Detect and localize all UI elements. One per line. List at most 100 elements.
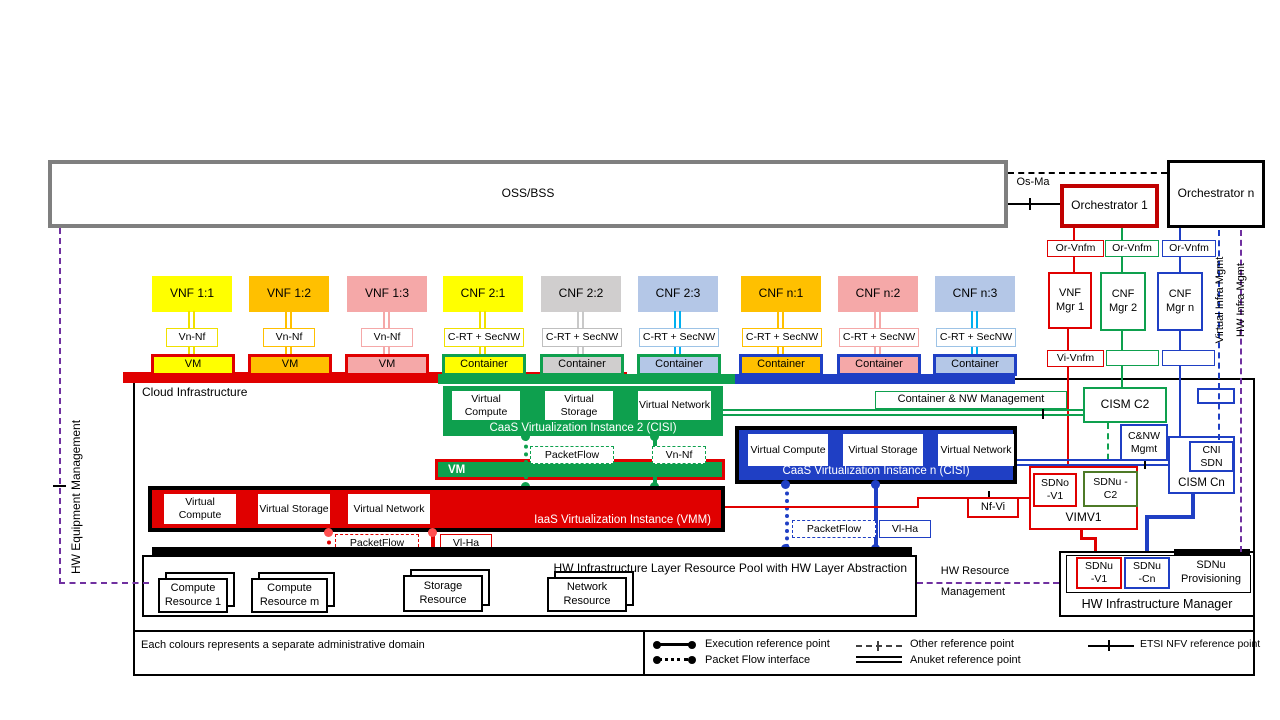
hw-equipment-mgmt-line-v	[59, 228, 61, 584]
caas2-virtual-compute: Virtual Compute	[452, 391, 520, 420]
cni-sdn-box: CNI SDN	[1189, 441, 1234, 472]
os-ma-line	[1008, 203, 1060, 205]
container-box: Container	[739, 354, 823, 376]
cnf-iface-label: C-RT + SecNW	[545, 331, 619, 344]
iaas-box: Virtual Compute Virtual Storage Virtual …	[148, 486, 725, 532]
ref-box-blue-empty	[1162, 350, 1215, 366]
cnf-iface-label: C-RT + SecNW	[447, 331, 521, 344]
etsi-ref-symbol	[1088, 645, 1134, 647]
virtual-compute-label: Virtual Compute	[464, 392, 508, 418]
or-vnfm-label-blue: Or-Vnfm	[1162, 240, 1216, 257]
red-dot	[324, 528, 333, 537]
caasn-vlha-label: Vl-Ha	[879, 520, 931, 538]
virtual-storage-label: Virtual Storage	[560, 392, 598, 418]
container-box: Container	[540, 354, 624, 376]
cnf-mgr-n-label: CNF Mgr n	[1165, 287, 1195, 314]
compute-resource-m-label: Compute Resource m	[259, 581, 320, 608]
hw-equipment-etsi-tick	[53, 485, 66, 487]
packetflow-symbol-line	[658, 658, 688, 661]
cismcn-sdnu-elbow-h	[1145, 515, 1195, 519]
container-box: Container	[933, 354, 1017, 376]
iaas-virtual-network: Virtual Network	[348, 494, 430, 524]
cnf-app-box: CNF n:2	[838, 276, 918, 312]
vm-label: VM	[184, 358, 202, 371]
container-label: Container	[951, 358, 999, 371]
cnf-iface-box: C-RT + SecNW	[639, 328, 719, 347]
container-nw-mgmt-label: Container & NW Management	[875, 391, 1067, 409]
compute-resource-m-stack: Compute Resource m	[251, 572, 335, 613]
caas2-box: Virtual Compute Virtual Storage Virtual …	[443, 386, 723, 436]
cnf-iface-box: C-RT + SecNW	[542, 328, 622, 347]
os-ma-tick	[1029, 198, 1031, 210]
other-ref-symbol	[856, 645, 902, 647]
anuket-etsi-tick-blue	[1144, 456, 1146, 469]
virtual-compute-label: Virtual Compute	[750, 443, 826, 456]
vnf-mgr-1-box: VNF Mgr 1	[1048, 272, 1092, 329]
cnw-mgmt-label: C&NW Mgmt	[1127, 429, 1161, 455]
vnf-iface-box: Vn-Nf	[263, 328, 315, 347]
cnf-app-label: CNF n:3	[952, 286, 998, 301]
cnw-mgmt-box: C&NW Mgmt	[1120, 424, 1168, 461]
ref-box-blue-empty-2	[1197, 388, 1235, 404]
container-label: Container	[757, 358, 805, 371]
cnf-mgr-2-box: CNF Mgr 2	[1100, 272, 1146, 331]
virtual-storage-label: Virtual Storage	[848, 443, 918, 456]
sdnu-c2-box: SDNu -C2	[1083, 471, 1138, 507]
iaas-virtual-compute: Virtual Compute	[164, 494, 236, 524]
vnf-iface-box: Vn-Nf	[166, 328, 218, 347]
caas2-virtual-network: Virtual Network	[638, 391, 711, 420]
cismcn-sdnu-elbow-v2	[1145, 515, 1149, 555]
iaas-domain-bar	[123, 372, 627, 383]
execution-symbol-dot	[688, 641, 696, 649]
iaas-title: IaaS Virtualization Instance (VMM)	[534, 514, 711, 526]
orchestrator-n-box: Orchestrator n	[1167, 160, 1265, 228]
container-label: Container	[460, 358, 508, 371]
storage-resource-label: Storage Resource	[419, 579, 467, 606]
caas2-packetflow-line	[524, 437, 528, 487]
iaas-packetflow-line	[327, 532, 331, 553]
hw-pool-title: HW Infrastructure Layer Resource Pool wi…	[553, 561, 907, 575]
nfvi-label: Nf-Vi	[967, 497, 1019, 518]
cnf-app-box: CNF n:1	[741, 276, 821, 312]
vivnfm-line-red	[1067, 329, 1069, 469]
stack-front: Compute Resource 1	[158, 578, 228, 613]
legend-packetflow-label: Packet Flow interface	[705, 654, 811, 666]
legend-strip	[133, 630, 1255, 676]
packetflow-symbol-dot	[688, 656, 696, 664]
vnf-app-label: VNF 1:2	[266, 286, 311, 301]
vimv1-sdnu-elbow-h	[1080, 537, 1097, 540]
cnf-app-box: CNF 2:3	[638, 276, 718, 312]
cnf-iface-label: C-RT + SecNW	[642, 331, 716, 344]
cism-c2-box: CISM C2	[1083, 387, 1167, 423]
cnf-app-label: CNF n:2	[855, 286, 901, 301]
stack-front: Network Resource	[547, 577, 627, 612]
container-label: Container	[855, 358, 903, 371]
cism-cn-box: CNI SDN CISM Cn	[1168, 436, 1235, 494]
cnf-iface-label: C-RT + SecNW	[745, 331, 819, 344]
vnf-iface-box: Vn-Nf	[361, 328, 413, 347]
packetflow-symbol-dot	[653, 656, 661, 664]
anuket-ref-symbol	[856, 656, 902, 663]
cismcn-sdnu-elbow-v1	[1191, 493, 1195, 519]
sdnu-c2-label: SDNu -C2	[1093, 476, 1128, 501]
caasn-cism-anuket-line	[1017, 459, 1168, 466]
virtual-network-label: Virtual Network	[940, 443, 1012, 456]
cnf-iface-box: C-RT + SecNW	[839, 328, 919, 347]
vivnfm-line-blue	[1179, 331, 1181, 437]
vnf-app-box: VNF 1:1	[152, 276, 232, 312]
hw-resource-mgmt-label-1: HW Resource	[940, 565, 1010, 578]
orchestrator-1-box: Orchestrator 1	[1060, 184, 1159, 228]
sdno-v1-label: SDNo -V1	[1040, 477, 1069, 502]
vm-host-label: VM	[448, 463, 466, 476]
blue-dot	[781, 480, 790, 489]
green-dot	[650, 432, 659, 441]
stack-front: Storage Resource	[403, 575, 483, 612]
cnf-mgr-n-box: CNF Mgr n	[1157, 272, 1203, 331]
orchestrator-1-label: Orchestrator 1	[1071, 198, 1148, 213]
other-ref-line-top	[1008, 172, 1167, 174]
etsi-ref-symbol-tick	[1108, 640, 1110, 651]
red-dot	[428, 528, 437, 537]
caasn-vlha-line	[874, 484, 878, 548]
caas2-title: CaaS Virtualization Instance 2 (CISI)	[489, 422, 677, 434]
virtual-network-label: Virtual Network	[353, 502, 425, 515]
